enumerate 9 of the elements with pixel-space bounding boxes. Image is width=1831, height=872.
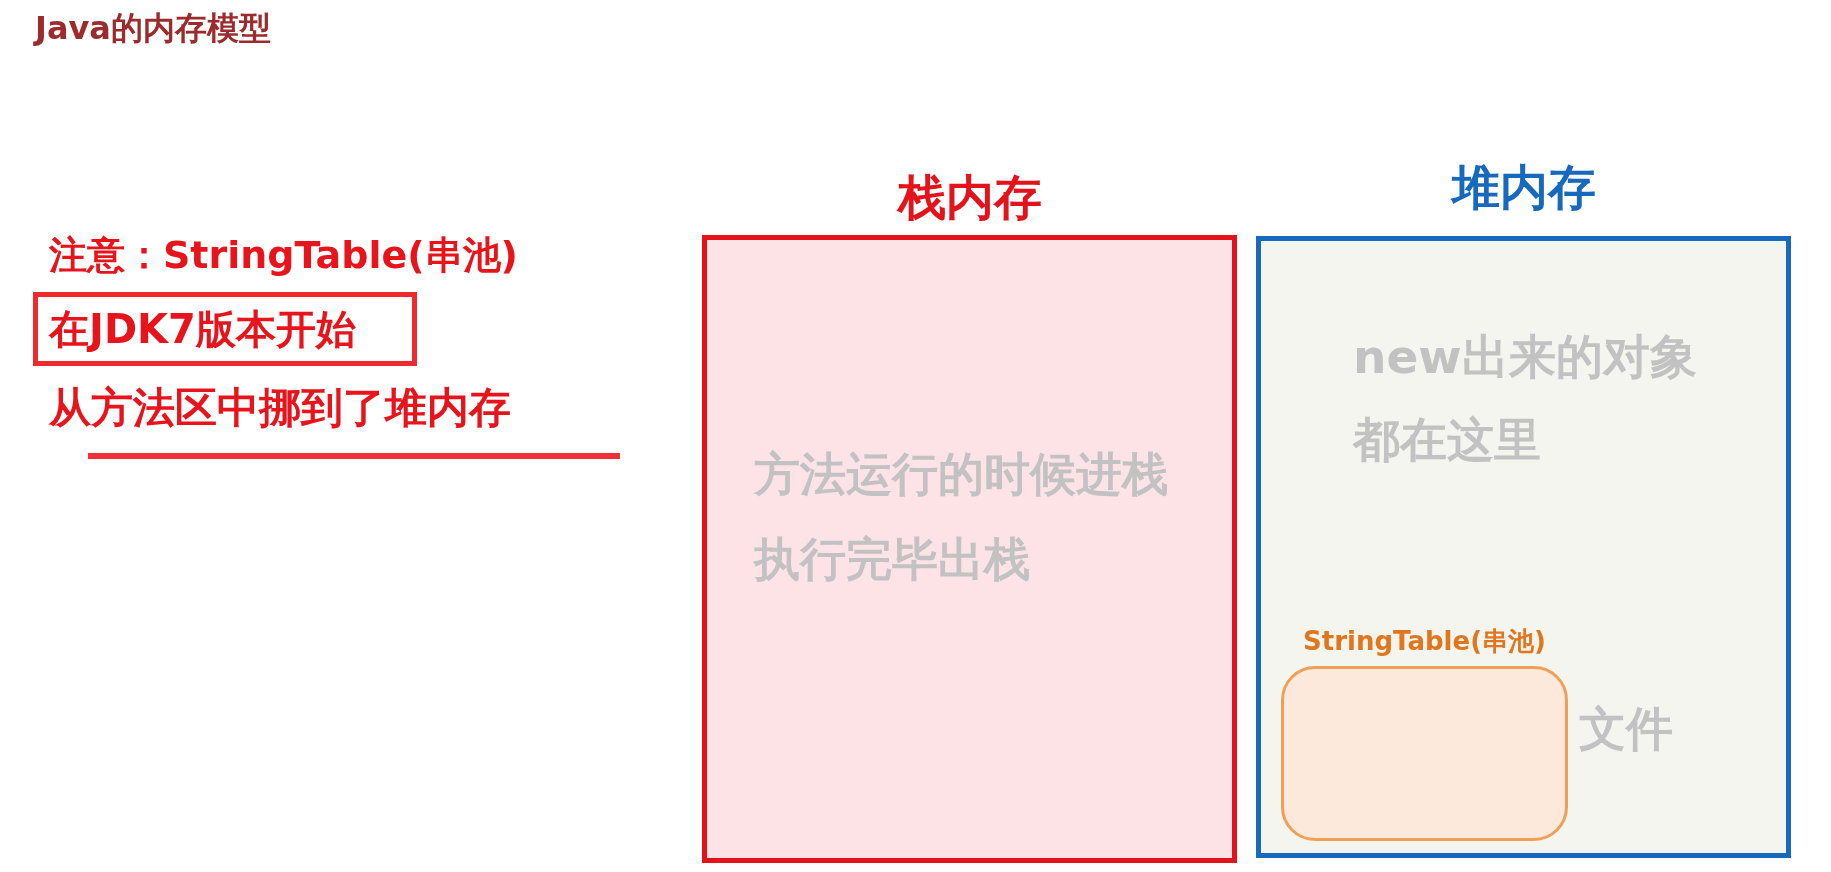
note-text: 在JDK7版本开始 xyxy=(49,305,356,354)
pool-heading: StringTable(串池) xyxy=(1303,625,1546,658)
slide-title: Java的内存模型 xyxy=(35,8,271,49)
highlight-frame xyxy=(33,292,417,366)
body-text: 方法运行的时候进栈执行完毕出栈 xyxy=(754,446,1169,588)
note-text: 注意：StringTable(串池) xyxy=(49,232,518,279)
note-text: 从方法区中挪到了堆内存 xyxy=(49,382,511,434)
section-heading: 栈内存 xyxy=(897,168,1042,227)
section-heading: 堆内存 xyxy=(1451,158,1596,217)
